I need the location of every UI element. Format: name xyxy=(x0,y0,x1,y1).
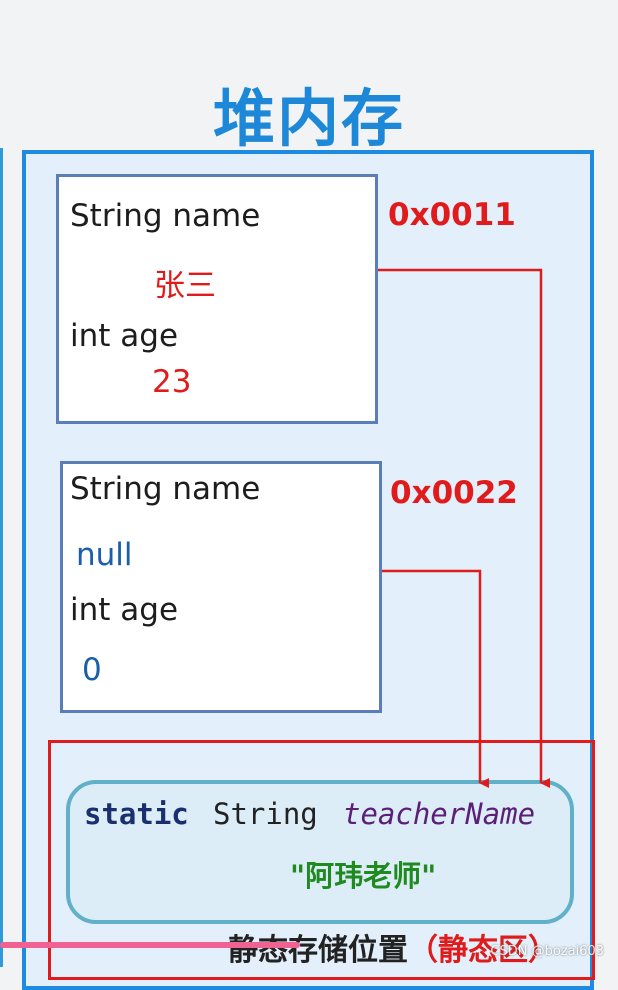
static-keyword: static xyxy=(84,797,189,831)
static-field-type: String xyxy=(213,797,318,831)
heap-title: 堆内存 xyxy=(212,82,405,155)
object-2-name-label: String name xyxy=(70,471,261,507)
left-border-line xyxy=(0,148,3,967)
static-area-name: 静态存储位置 xyxy=(228,933,408,968)
static-field-value: "阿玮老师" xyxy=(290,859,437,893)
object-1-age-label: int age xyxy=(70,318,179,354)
static-area-label: 静态存储位置（静态区） xyxy=(228,925,558,969)
watermark: CSDN @bozai603 xyxy=(490,944,604,959)
object-1-name-value: 张三 xyxy=(154,268,216,304)
object-2-age-value: 0 xyxy=(82,652,102,688)
pointer-arrow-1 xyxy=(378,268,550,788)
object-1-address: 0x0011 xyxy=(388,197,516,233)
object-box-2 xyxy=(60,461,382,713)
pointer-arrow-2 xyxy=(382,569,489,788)
static-field-pill xyxy=(66,780,574,924)
object-box-1 xyxy=(56,174,378,424)
object-1-name-label: String name xyxy=(70,198,261,234)
object-2-name-value: null xyxy=(76,537,133,573)
static-field-variable: teacherName xyxy=(343,797,536,831)
static-area-paren: （静态区） xyxy=(408,933,558,968)
object-2-address: 0x0022 xyxy=(390,475,518,511)
video-progress-bar[interactable] xyxy=(0,942,300,948)
pointer-arrows xyxy=(378,268,550,788)
object-1-age-value: 23 xyxy=(152,364,192,400)
object-2-age-label: int age xyxy=(70,592,179,628)
